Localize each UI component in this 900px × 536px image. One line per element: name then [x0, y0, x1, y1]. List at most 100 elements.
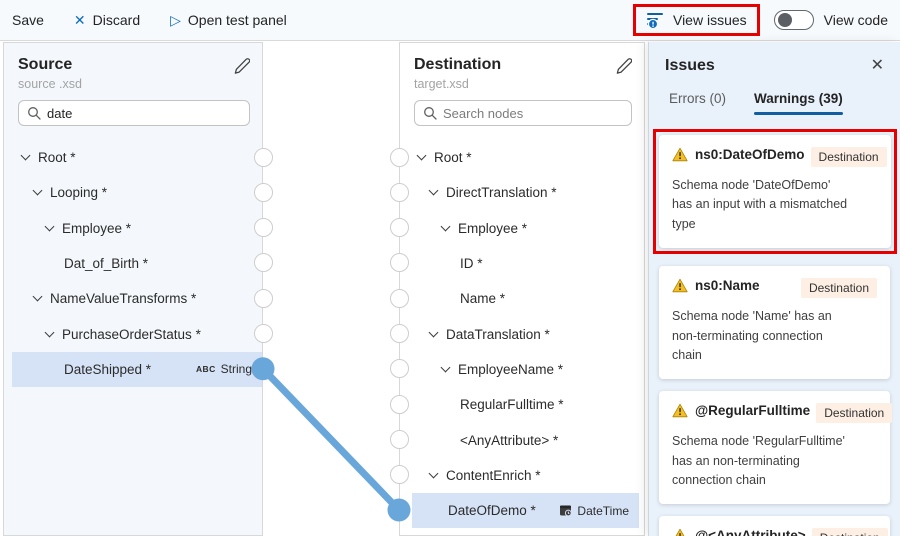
connection-dot[interactable]	[390, 218, 409, 237]
chevron-down-icon[interactable]	[441, 362, 451, 372]
warning-icon	[672, 147, 688, 162]
destination-tree-node[interactable]: RegularFulltime *	[412, 387, 639, 422]
connection-dot[interactable]	[390, 289, 409, 308]
connection-dot[interactable]	[254, 289, 273, 308]
open-test-panel-label: Open test panel	[188, 12, 287, 28]
toggle-knob	[778, 13, 792, 27]
node-label: <AnyAttribute> *	[460, 433, 558, 448]
issues-panel: Issues ✕ Errors (0) Warnings (39) ns0:Da…	[648, 42, 900, 536]
node-label: EmployeeName *	[458, 362, 563, 377]
destination-tree-node[interactable]: ID *	[412, 246, 639, 281]
node-label: ContentEnrich *	[446, 468, 541, 483]
view-code-toggle[interactable]	[774, 10, 814, 30]
chevron-down-icon[interactable]	[21, 151, 31, 161]
view-code-label: View code	[824, 12, 888, 28]
destination-tree-node[interactable]: DataTranslation *	[412, 316, 639, 351]
connection-dot[interactable]	[254, 218, 273, 237]
map-canvas: Source source .xsd Root * Looping * Employ…	[0, 41, 900, 535]
destination-tree-node[interactable]: Employee *	[412, 211, 639, 246]
node-label: Employee *	[62, 221, 131, 236]
destination-badge: Destination	[801, 278, 877, 298]
search-icon	[27, 106, 41, 120]
connection-dot[interactable]	[390, 465, 409, 484]
connection-dot[interactable]	[390, 324, 409, 343]
close-icon[interactable]: ✕	[871, 58, 884, 74]
connection-dot[interactable]	[390, 430, 409, 449]
source-tree-node[interactable]: Root *	[12, 140, 262, 175]
source-tree: Root * Looping * Employee * Dat_of_Birth * N…	[4, 140, 262, 387]
destination-tree-node[interactable]: Name *	[412, 281, 639, 316]
save-label: Save	[12, 12, 44, 28]
save-button[interactable]: Save	[12, 12, 44, 28]
destination-badge: Destination	[811, 147, 887, 167]
node-label: PurchaseOrderStatus *	[62, 327, 201, 342]
destination-tree: Root * DirectTranslation * Employee * ID * N…	[400, 140, 644, 528]
chevron-down-icon[interactable]	[33, 186, 43, 196]
source-file-name: source .xsd	[18, 77, 250, 91]
node-label: Root *	[434, 150, 472, 165]
play-icon: ▷	[170, 13, 181, 27]
issues-list-icon	[646, 11, 666, 29]
connection-dot[interactable]	[254, 324, 273, 343]
node-label: Looping *	[50, 185, 107, 200]
source-tree-node[interactable]: PurchaseOrderStatus *	[12, 316, 262, 351]
chevron-down-icon[interactable]	[441, 221, 451, 231]
connection-dot[interactable]	[254, 148, 273, 167]
connection-dot[interactable]	[390, 253, 409, 272]
destination-tree-node[interactable]: EmployeeName *	[412, 352, 639, 387]
chevron-down-icon[interactable]	[429, 186, 439, 196]
chevron-down-icon[interactable]	[45, 327, 55, 337]
warning-description: Schema node 'RegularFulltime' has an non…	[672, 432, 877, 490]
connection-dot[interactable]	[254, 253, 273, 272]
node-label: Dat_of_Birth *	[64, 256, 148, 271]
node-label: DirectTranslation *	[446, 185, 557, 200]
warning-node-name: @RegularFulltime	[695, 403, 810, 418]
chevron-down-icon[interactable]	[33, 292, 43, 302]
destination-tree-node[interactable]: DateOfDemo *DateTime	[412, 493, 639, 528]
node-label: ID *	[460, 256, 483, 271]
destination-search-input[interactable]	[443, 106, 623, 121]
source-search-input[interactable]	[47, 106, 241, 121]
tab-warnings[interactable]: Warnings (39)	[754, 91, 843, 117]
view-issues-button[interactable]: View issues	[646, 11, 747, 29]
connection-dot[interactable]	[390, 148, 409, 167]
connection-dot[interactable]	[390, 183, 409, 202]
destination-tree-node[interactable]: Root *	[412, 140, 639, 175]
tab-errors[interactable]: Errors (0)	[669, 91, 726, 117]
source-panel: Source source .xsd Root * Looping * Employ…	[3, 42, 263, 536]
destination-file-name: target.xsd	[414, 77, 632, 91]
destination-panel-title: Destination	[414, 56, 501, 74]
edit-destination-pencil-icon[interactable]	[615, 57, 632, 74]
chevron-down-icon[interactable]	[429, 327, 439, 337]
chevron-down-icon[interactable]	[417, 151, 427, 161]
discard-x-icon: ✕	[74, 13, 86, 27]
connection-dot[interactable]	[254, 183, 273, 202]
destination-tree-node[interactable]: <AnyAttribute> *	[412, 422, 639, 457]
toolbar: Save ✕ Discard ▷ Open test panel View is…	[0, 0, 900, 41]
warning-node-name: ns0:DateOfDemo	[695, 147, 805, 162]
chevron-down-icon[interactable]	[429, 468, 439, 478]
discard-button[interactable]: ✕ Discard	[74, 12, 140, 28]
type-abbr: ABC	[196, 364, 216, 374]
chevron-down-icon[interactable]	[45, 221, 55, 231]
destination-tree-node[interactable]: DirectTranslation *	[412, 175, 639, 210]
source-tree-node[interactable]: NameValueTransforms *	[12, 281, 262, 316]
edit-source-pencil-icon[interactable]	[233, 57, 250, 74]
source-tree-node[interactable]: Employee *	[12, 211, 262, 246]
source-panel-title: Source	[18, 56, 72, 74]
destination-tree-node[interactable]: ContentEnrich *	[412, 458, 639, 493]
source-tree-node[interactable]: Looping *	[12, 175, 262, 210]
connection-dot[interactable]	[390, 359, 409, 378]
open-test-panel-button[interactable]: ▷ Open test panel	[170, 12, 287, 28]
connection-dot[interactable]	[390, 395, 409, 414]
source-tree-node[interactable]: Dat_of_Birth *	[12, 246, 262, 281]
